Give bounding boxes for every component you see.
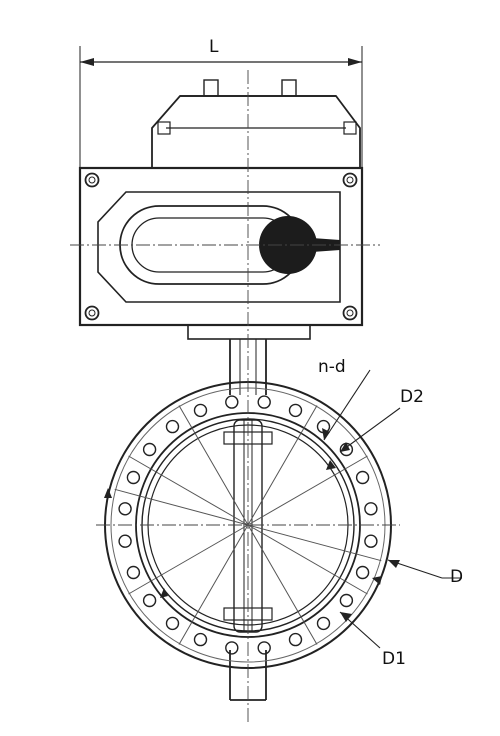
bolt-hole bbox=[355, 470, 370, 485]
bolt-hole bbox=[142, 593, 157, 608]
section-line bbox=[247, 405, 318, 526]
bolt-hole bbox=[118, 534, 132, 548]
bolt-hole bbox=[316, 616, 331, 631]
bolt-hole bbox=[364, 502, 378, 516]
label-l: L bbox=[209, 37, 219, 57]
bolt-hole bbox=[339, 593, 354, 608]
bolt-hole bbox=[165, 616, 180, 631]
dimension-l bbox=[79, 46, 363, 168]
section-line bbox=[114, 488, 249, 526]
section-line bbox=[247, 455, 368, 526]
bolt-hole bbox=[142, 442, 157, 457]
section-line bbox=[178, 405, 249, 526]
bolt-hole bbox=[257, 641, 271, 655]
section-lines bbox=[114, 405, 382, 645]
bolt-hole bbox=[165, 419, 180, 434]
section-line bbox=[128, 455, 249, 526]
section-line bbox=[247, 524, 382, 562]
bolt-hole bbox=[126, 470, 141, 485]
bolt-hole bbox=[118, 502, 132, 516]
section-line bbox=[128, 524, 249, 595]
bolt-hole bbox=[193, 632, 208, 647]
section-line bbox=[247, 524, 368, 595]
label-d: D bbox=[450, 567, 463, 587]
label-n-d: n-d bbox=[318, 357, 346, 377]
bolt-hole bbox=[257, 395, 271, 409]
section-line bbox=[178, 524, 249, 645]
label-d2: D2 bbox=[400, 387, 424, 407]
section-line bbox=[247, 524, 318, 645]
center-lines bbox=[70, 70, 400, 725]
valve-stem bbox=[187, 324, 311, 701]
bolt-hole bbox=[193, 403, 208, 418]
bolt-hole bbox=[225, 395, 239, 409]
bolt-holes bbox=[118, 395, 378, 655]
leader-arrows bbox=[104, 428, 400, 622]
bolt-hole bbox=[355, 565, 370, 580]
label-d1: D1 bbox=[382, 649, 406, 669]
bolt-hole bbox=[364, 534, 378, 548]
bolt-hole bbox=[225, 641, 239, 655]
bolt-hole bbox=[288, 632, 303, 647]
gearbox-cover bbox=[151, 79, 361, 168]
bolt-hole bbox=[126, 565, 141, 580]
bolt-hole bbox=[288, 403, 303, 418]
